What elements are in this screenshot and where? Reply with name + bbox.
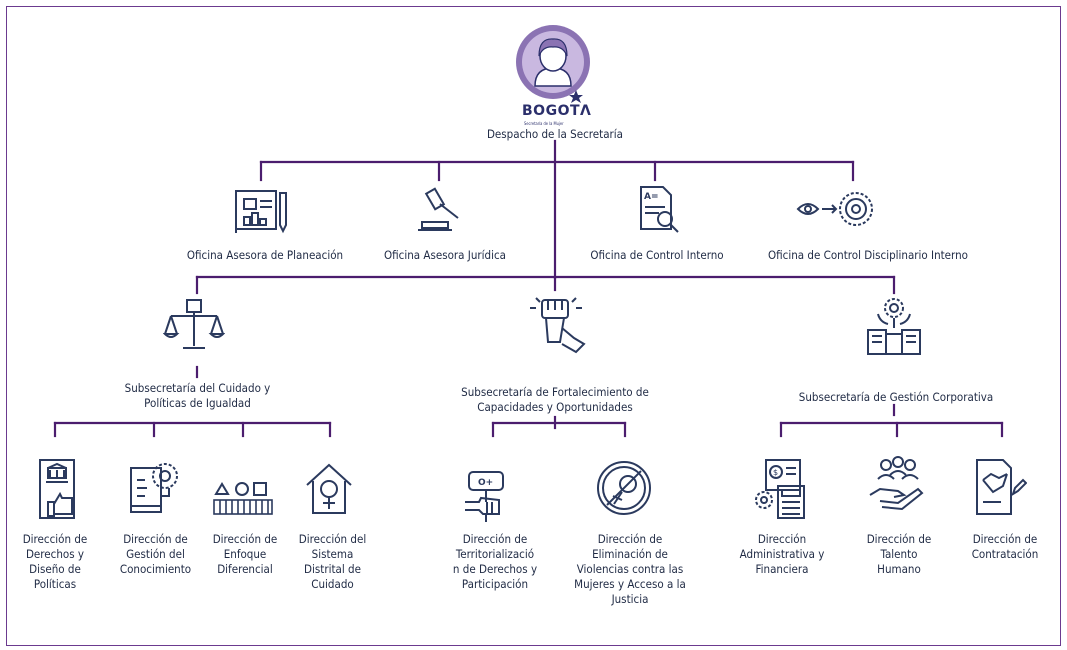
logo-star-icon <box>567 89 585 105</box>
svg-text:$: $ <box>773 468 778 477</box>
raised-fist-icon <box>526 292 590 356</box>
no-violence-icon <box>594 458 654 518</box>
eye-gear-icon <box>796 187 876 231</box>
office-label-planeacion: Oficina Asesora de Planeación <box>186 248 344 262</box>
direccion-label-contratacion: Dirección de Contratación <box>971 532 1039 561</box>
scales-fist-icon <box>163 298 225 352</box>
subsecretaria-label-cuidado: Subsecretaría del Cuidado y Políticas de… <box>124 381 271 410</box>
office-label-juridica: Oficina Asesora Jurídica <box>383 248 507 262</box>
gavel-icon <box>416 184 466 234</box>
svg-text:O+: O+ <box>478 478 493 488</box>
document-search-icon: A= <box>635 185 681 235</box>
corporate-buildings-icon <box>866 296 922 358</box>
finance-calculator-icon: $ <box>754 458 810 520</box>
direccion-label-cuidado: Dirección del Sistema Distrital de Cuida… <box>298 532 367 591</box>
direccion-label-derechos: Dirección de Derechos y Diseño de Políti… <box>22 532 88 591</box>
subsecretaria-label-fortalecimiento: Subsecretaría de Fortalecimiento de Capa… <box>461 385 649 414</box>
svg-text:A=: A= <box>644 192 659 202</box>
direccion-label-talento: Dirección de Talento Humano <box>866 532 932 576</box>
direccion-label-administrativa: Dirección Administrativa y Financiera <box>739 532 825 576</box>
logo-text: BOGOTΛ <box>522 103 592 119</box>
people-hand-icon <box>868 455 928 515</box>
avatar-icon <box>515 24 591 100</box>
direccion-label-conocimiento: Dirección de Gestión del Conocimiento <box>119 532 192 576</box>
house-female-icon <box>303 461 355 517</box>
root-label: Despacho de la Secretaría <box>486 127 624 141</box>
document-thumb-icon <box>36 458 82 522</box>
blueprint-icon <box>232 187 290 235</box>
subsecretaria-label-gestion-corporativa: Subsecretaría de Gestión Corporativa <box>798 390 994 404</box>
shapes-crowd-icon <box>212 480 274 516</box>
direccion-label-eliminacion-violencias: Dirección de Eliminación de Violencias c… <box>574 532 686 606</box>
direccion-label-enfoque: Dirección de Enfoque Diferencial <box>212 532 278 576</box>
office-label-control-disciplinario: Oficina de Control Disciplinario Interno <box>767 248 968 262</box>
office-label-control-interno: Oficina de Control Interno <box>590 248 724 262</box>
hand-sign-icon: O+ <box>461 470 517 524</box>
logo-subtitle: Secretaría de la Mujer <box>524 121 564 126</box>
contract-handshake-icon <box>971 458 1027 518</box>
book-gear-icon <box>127 458 183 518</box>
direccion-label-territorializacion: Dirección de Territorializació n de Dere… <box>452 532 538 591</box>
diagram-frame <box>6 6 1061 646</box>
